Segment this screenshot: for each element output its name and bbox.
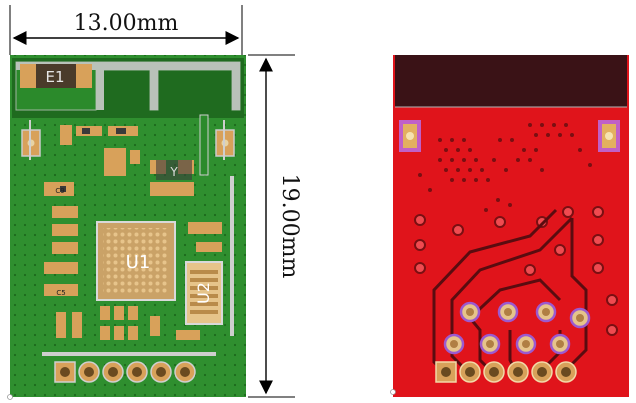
c5-label: C5: [56, 289, 65, 297]
width-label: 13.00mm: [74, 11, 179, 36]
e1-label: E1: [45, 68, 64, 86]
header-pads-bottom: [435, 361, 577, 383]
height-dimension: 19.00mm: [248, 54, 302, 398]
antenna-component-e1: E1: [20, 64, 92, 88]
c9-label: C9: [55, 187, 64, 195]
width-dimension: 13.00mm: [9, 5, 243, 55]
crystal-y: Y: [156, 160, 192, 180]
test-pads: [443, 301, 591, 355]
bottom-side-pcb: [390, 55, 629, 397]
chip-u2: U2: [185, 261, 223, 325]
via-field: [418, 123, 592, 212]
header-pads-top: [54, 361, 196, 383]
height-label: 19.00mm: [277, 174, 302, 279]
u1-label: U1: [126, 252, 151, 273]
u2-label: U2: [194, 282, 213, 304]
top-side-pcb: E1: [7, 55, 246, 400]
chip-u1: U1: [96, 221, 176, 301]
y-label: Y: [169, 165, 178, 179]
